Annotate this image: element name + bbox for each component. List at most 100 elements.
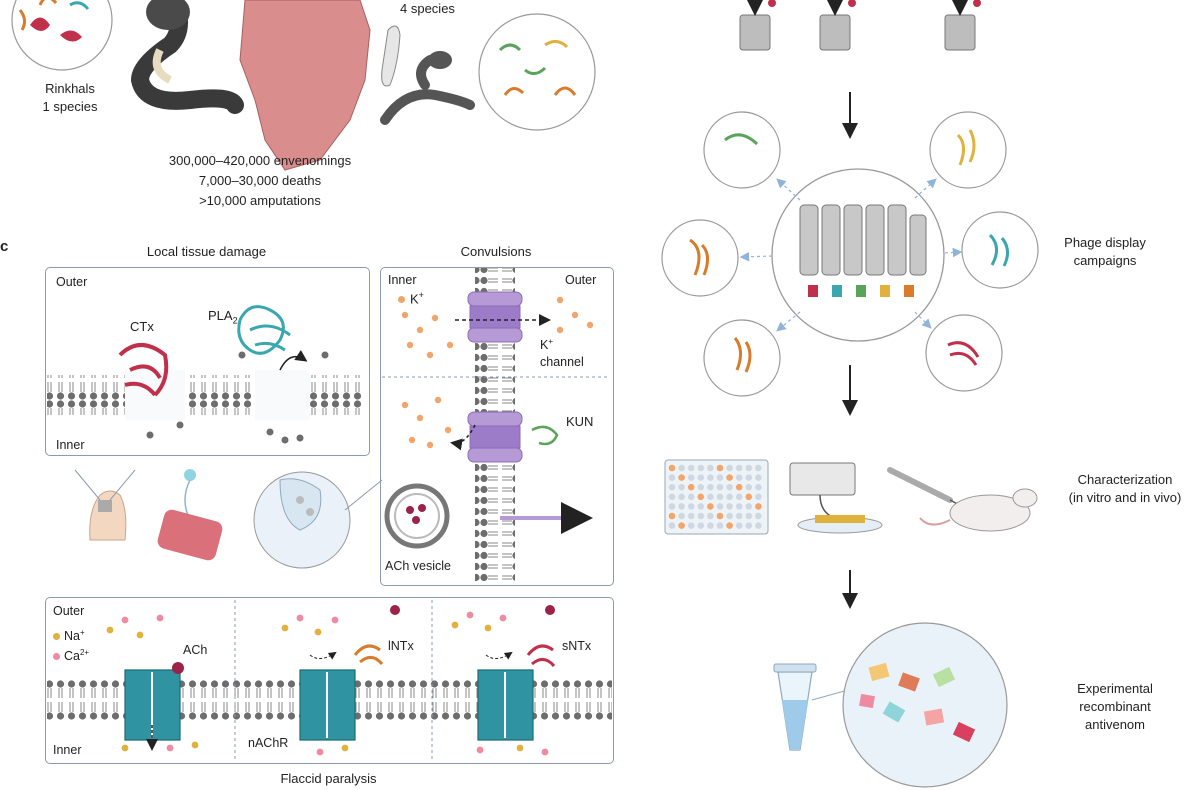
local-outer-label: Outer <box>56 275 88 289</box>
k-ion <box>408 436 416 444</box>
mada-venom-circle <box>478 13 596 131</box>
plate-well <box>668 464 676 472</box>
plate-well <box>687 522 695 529</box>
k-ion-text: K <box>410 291 419 307</box>
plate-well <box>726 493 733 501</box>
africa-map <box>239 0 371 171</box>
k-ion <box>416 414 424 422</box>
cation <box>541 748 549 756</box>
plate-well <box>755 522 762 529</box>
phage-hub <box>771 168 945 342</box>
plate-well <box>678 503 685 510</box>
ach-molecule <box>390 605 400 615</box>
plate-well <box>668 483 676 491</box>
plate-well <box>697 464 705 472</box>
incubator-device <box>789 462 883 534</box>
rinkhals-name: Rinkhals <box>45 81 95 96</box>
plate-well <box>716 474 724 481</box>
plate-well <box>745 503 753 510</box>
stat-deaths: 7,000–30,000 deaths <box>198 173 322 188</box>
plate-well <box>716 512 724 520</box>
plate-well <box>716 464 724 472</box>
antivenom-label-1: Experimental <box>1077 681 1153 696</box>
lntx-label: lNTx <box>388 639 414 653</box>
k-channel-label: K+channel <box>540 333 584 371</box>
cation <box>156 614 164 622</box>
cation <box>341 744 349 752</box>
toxin-satellites <box>661 111 1039 397</box>
madagascar-snake <box>380 51 475 125</box>
convulsions-panel <box>380 267 614 586</box>
hand-connector-2 <box>109 469 136 501</box>
plate-well <box>716 483 724 491</box>
na-text: Na <box>64 629 80 644</box>
pla2-label: PLA2 <box>208 307 238 330</box>
pla2-sub: 2 <box>232 315 238 326</box>
conv-inner-label: Inner <box>388 273 417 287</box>
plate-well <box>707 474 714 481</box>
cation <box>121 744 129 752</box>
pla2-arrow <box>279 350 308 371</box>
plate-well <box>735 493 743 501</box>
para-outer-label: Outer <box>53 604 85 618</box>
k-ion <box>431 314 439 322</box>
hub-spokes <box>739 178 963 332</box>
k-ion <box>446 341 454 349</box>
stat-envenomings: 300,000–420,000 envenomings <box>168 153 352 168</box>
char-label-1: Characterization <box>1077 472 1173 487</box>
plate-well <box>735 522 743 529</box>
k-ion-dot <box>398 296 405 304</box>
ach-vesicle-label: ACh vesicle <box>385 559 451 573</box>
para-inner-label: Inner <box>53 743 82 757</box>
plate-well <box>687 474 695 481</box>
cation <box>281 624 289 632</box>
plate-well <box>745 493 753 501</box>
plate-well <box>668 522 676 529</box>
paralysis-panel <box>45 597 614 764</box>
rinkhals-snake <box>130 0 244 114</box>
k-ion <box>586 321 594 329</box>
plate-well <box>735 483 743 491</box>
plate-well <box>755 483 762 491</box>
cation <box>191 741 199 749</box>
plate-well <box>707 512 714 520</box>
cation <box>499 614 507 622</box>
plate-well <box>687 483 695 491</box>
k-ion-sup: + <box>418 290 424 300</box>
k-channel-bottom <box>467 411 523 463</box>
na-ca-ions <box>106 605 555 756</box>
conv-outer-label: Outer <box>565 273 597 287</box>
plate-well <box>707 483 714 491</box>
k-ion <box>426 441 434 449</box>
k-channel-k: K <box>540 338 549 353</box>
local-tissue-title: Local tissue damage <box>146 244 267 259</box>
cation <box>516 744 524 752</box>
cation <box>484 624 492 632</box>
ctx-label: CTx <box>130 319 154 334</box>
plate-well <box>735 512 743 520</box>
cation <box>466 611 474 619</box>
plate-well <box>735 503 743 510</box>
plate-well <box>735 464 743 472</box>
k-ion <box>426 351 434 359</box>
plate-well <box>687 493 695 501</box>
plate-well <box>697 522 705 529</box>
hand-illustration <box>89 490 127 541</box>
plate-well <box>687 503 695 510</box>
plate-well <box>707 522 714 529</box>
cation <box>451 621 459 629</box>
ach-vesicle-shape <box>384 483 450 549</box>
plate-well <box>697 483 705 491</box>
kun-toxin <box>531 425 559 446</box>
lipid-debris <box>146 351 329 444</box>
plate-well <box>678 512 685 520</box>
cation <box>314 628 322 636</box>
k-ion <box>571 311 579 319</box>
plate-well <box>668 503 676 510</box>
ca-dot <box>53 653 60 661</box>
pla2-toxin <box>237 305 291 355</box>
synapse-circle <box>253 471 351 569</box>
rinkhals-species: 1 species <box>42 99 98 114</box>
plate-well <box>707 493 714 501</box>
ach-molecule <box>545 605 555 615</box>
